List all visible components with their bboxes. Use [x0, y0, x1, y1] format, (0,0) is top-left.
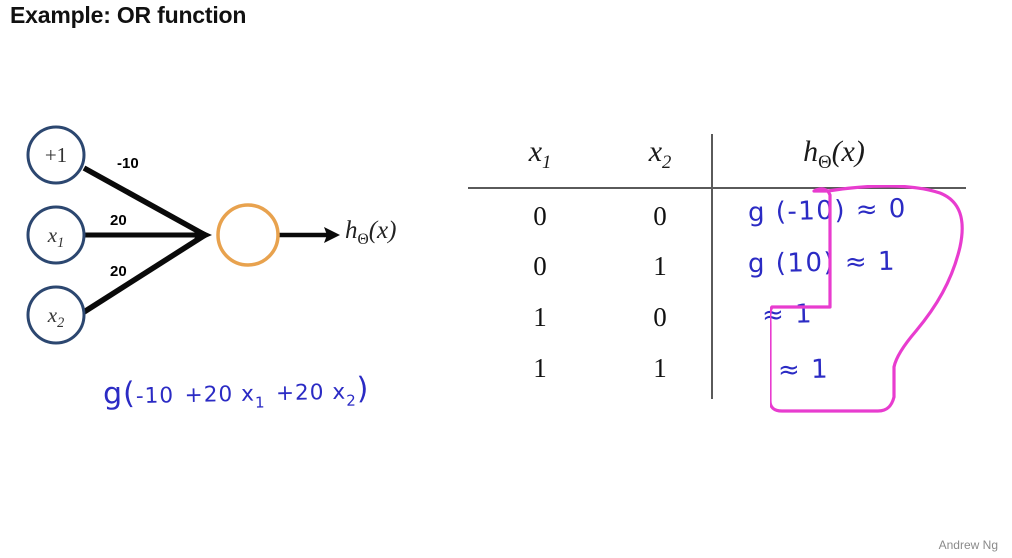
table-row: 0: [533, 251, 547, 281]
formula-g: g: [102, 376, 124, 412]
table-row: 1: [653, 251, 667, 281]
node-x1-label-text: x: [47, 223, 58, 247]
column-header-x2-text: x: [648, 135, 663, 168]
output-arrowhead: [324, 227, 340, 243]
formula-term1: +20 x: [184, 381, 256, 409]
node-output-unit: [216, 203, 280, 267]
formula-term1-sub: 1: [254, 393, 266, 412]
output-theta: Θ: [357, 231, 369, 248]
table-row: 0: [533, 201, 547, 231]
node-x1-label-sub: 1: [57, 235, 65, 252]
formula-term2-sub: 2: [346, 391, 358, 410]
output-h: h: [345, 217, 358, 244]
table-row: 1: [653, 353, 667, 383]
node-x1: [26, 205, 86, 265]
handwritten-result-row-2: g (10) ≈ 1: [747, 246, 897, 280]
formula-open-paren: (: [122, 376, 137, 412]
table-row: 0: [653, 302, 667, 332]
edge-bias-to-unit: [82, 165, 207, 238]
neural-network-diagram: +1 x1 x2 -10 20 20 hΘ(x): [0, 100, 460, 370]
node-x1-label: x1: [26, 223, 86, 252]
handwritten-result-row-4: ≈ 1: [777, 354, 830, 386]
column-header-x1-sub: 1: [542, 152, 552, 173]
formula-bias: -10: [135, 383, 175, 410]
column-header-arg: (x): [831, 135, 865, 168]
edge-x2-to-unit: [82, 232, 207, 315]
column-header-x2: x2: [620, 135, 700, 174]
page-title: Example: OR function: [10, 2, 247, 28]
attribution-label: Andrew Ng: [938, 538, 998, 552]
edge-arrowhead-unit: [192, 226, 212, 244]
network-svg: [26, 125, 340, 345]
column-header-x1: x1: [500, 135, 580, 174]
handwritten-formula: g(-10 +20 x1 +20 x2): [103, 371, 370, 415]
table-row: 1: [533, 353, 547, 383]
output-arg: (x): [368, 217, 397, 244]
column-header-x2-sub: 2: [662, 152, 672, 173]
node-x2-label: x2: [26, 303, 86, 332]
network-edges: [82, 165, 340, 315]
column-header-x1-text: x: [528, 135, 543, 168]
table-header-rule: [468, 187, 966, 189]
handwritten-result-row-3: ≈ 1: [761, 299, 814, 331]
column-header-hypothesis: hΘ(x): [744, 135, 924, 174]
node-x2: [26, 285, 86, 345]
truth-table: x1 x2 hΘ(x) 0 0 0 1 1 0 1 1: [462, 125, 972, 405]
weight-label-bias: -10: [117, 155, 139, 172]
weight-label-x1: 20: [110, 212, 127, 229]
formula-close-paren: ): [356, 371, 370, 407]
network-output-label: hΘ(x): [345, 217, 396, 249]
formula-term2: +20 x: [275, 379, 347, 407]
column-header-theta: Θ: [818, 152, 832, 173]
handwritten-result-row-1: g (-10) ≈ 0: [747, 193, 908, 229]
table-row: 0: [653, 201, 667, 231]
column-header-h-text: h: [803, 135, 819, 168]
weight-label-x2: 20: [110, 263, 127, 280]
table-row: 1: [533, 302, 547, 332]
node-x2-label-text: x: [47, 303, 58, 327]
table-column-divider: [711, 134, 713, 399]
node-x2-label-sub: 2: [57, 315, 65, 332]
node-bias-label: +1: [44, 143, 68, 167]
node-bias: [26, 125, 86, 185]
